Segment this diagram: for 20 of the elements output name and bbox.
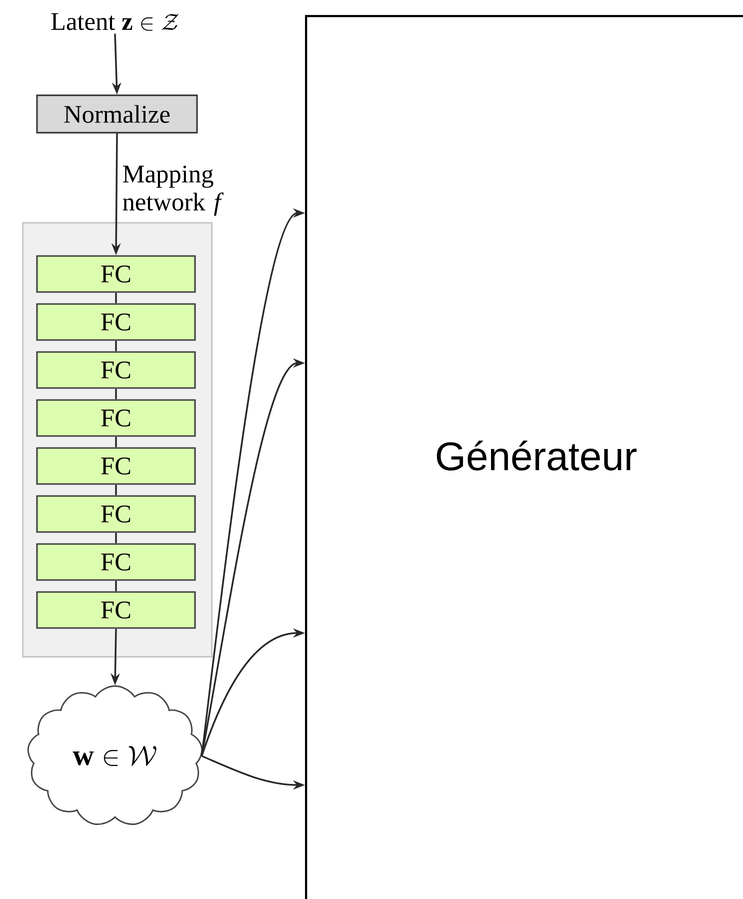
input-label: Latent $\mathbf{z} \in \mathcal{Z}$ bbox=[51, 13, 179, 31]
layer-box: FC bbox=[36, 399, 196, 437]
cloud: $\mathbf{w} \in \mathcal{W}$ bbox=[27, 685, 203, 825]
connector-line bbox=[115, 436, 117, 448]
connector-line bbox=[115, 580, 117, 592]
generator-box: Générateur bbox=[305, 15, 743, 899]
layer-box: FC bbox=[36, 303, 196, 341]
layer-box: FC bbox=[36, 351, 196, 389]
layer-box: FC bbox=[36, 495, 196, 533]
layer-box: FC bbox=[36, 447, 196, 485]
connector-line bbox=[115, 292, 117, 304]
layer-box: FC bbox=[36, 591, 196, 629]
layer-box: FC bbox=[36, 255, 196, 293]
connector-line bbox=[115, 340, 117, 352]
connector-line bbox=[115, 484, 117, 496]
layer-box: FC bbox=[36, 543, 196, 581]
node-label: Mapping network f bbox=[122, 166, 224, 216]
connector-line bbox=[115, 388, 117, 400]
normalize-box: Normalize bbox=[36, 94, 198, 134]
connector-line bbox=[115, 532, 117, 544]
